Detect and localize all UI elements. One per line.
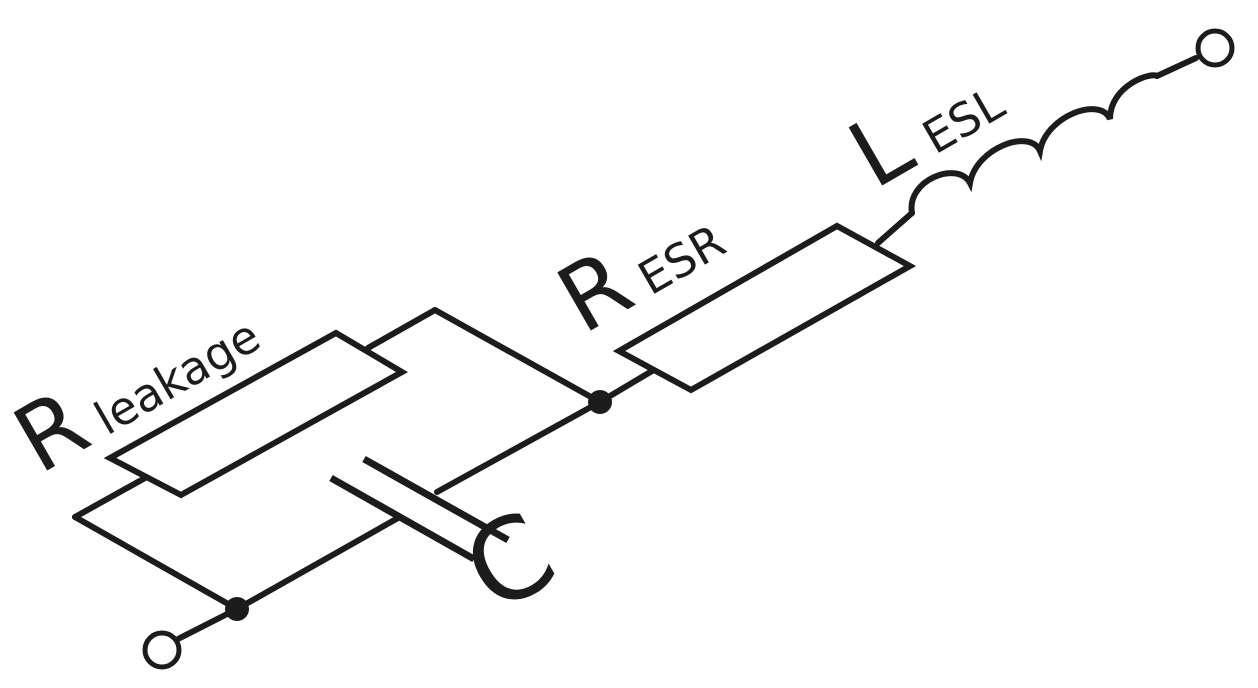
wire-top-corner-to-middle-node bbox=[432, 307, 603, 405]
inductor-coil bbox=[908, 72, 1160, 216]
wire-bottom-node-to-capacitor bbox=[234, 515, 401, 612]
wire-esr-resistor-to-inductor bbox=[875, 210, 915, 246]
capacitor-symbol: C bbox=[444, 487, 577, 639]
esr-resistor-symbol: R bbox=[541, 229, 650, 354]
esr-resistor-body bbox=[612, 222, 917, 394]
wire-leakage-resistor-to-top-corner bbox=[365, 307, 438, 351]
leakage-resistor-symbol: R bbox=[0, 369, 106, 494]
inductor-subscript: ESL bbox=[914, 76, 1014, 165]
inductor-symbol: L bbox=[832, 91, 930, 209]
bottom-terminal bbox=[142, 630, 182, 670]
wire-capacitor-to-middle-node bbox=[434, 399, 603, 495]
middle-junction-node bbox=[588, 390, 612, 414]
capacitor-plate-lower bbox=[329, 474, 476, 563]
capacitor-plate-upper bbox=[362, 455, 510, 544]
capacitor-label: C bbox=[444, 487, 577, 639]
wire-inductor-to-top-terminal bbox=[1154, 55, 1199, 79]
wire-bottom-node-to-left-corner bbox=[72, 514, 240, 612]
inductor-label: L ESL bbox=[832, 76, 1014, 209]
wire-left-corner-to-leakage-resistor bbox=[72, 475, 148, 520]
top-terminal bbox=[1195, 28, 1235, 68]
bottom-junction-node bbox=[225, 597, 249, 621]
leakage-resistor-body bbox=[103, 329, 409, 499]
